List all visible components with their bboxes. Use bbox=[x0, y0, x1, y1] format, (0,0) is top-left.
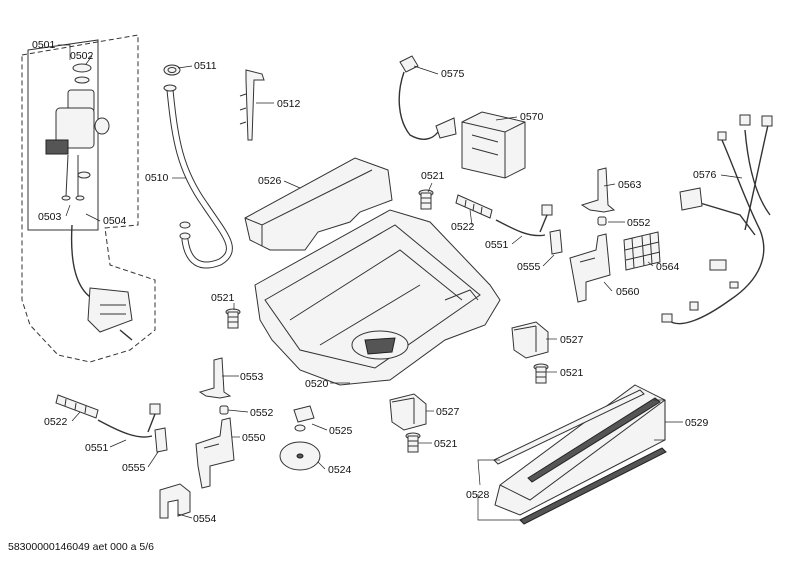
part-0552-small-b bbox=[219, 405, 229, 415]
label-0564: 0564 bbox=[656, 261, 680, 273]
label-0503: 0503 bbox=[38, 211, 62, 223]
label-0553: 0553 bbox=[240, 371, 264, 383]
part-0527-foot-b bbox=[389, 393, 427, 431]
part-0564-grid bbox=[623, 231, 661, 271]
part-0551-cable-a bbox=[495, 204, 553, 237]
label-0521-d: 0521 bbox=[434, 438, 458, 450]
part-0560-hinge bbox=[569, 233, 611, 303]
part-0550-hinge bbox=[195, 417, 235, 489]
label-0551-b: 0551 bbox=[85, 442, 109, 454]
part-0512-holder bbox=[239, 69, 265, 141]
part-0502-valve bbox=[45, 63, 110, 201]
part-0526-cover bbox=[244, 157, 393, 251]
label-0521-c: 0521 bbox=[560, 367, 584, 379]
label-0502: 0502 bbox=[70, 50, 94, 62]
label-0520: 0520 bbox=[305, 378, 329, 390]
part-0521-screw-d bbox=[405, 432, 421, 453]
part-0576-harness bbox=[661, 114, 773, 325]
label-0576: 0576 bbox=[693, 169, 717, 181]
label-0525: 0525 bbox=[329, 425, 353, 437]
part-0527-foot-a bbox=[511, 321, 549, 359]
label-0521-b: 0521 bbox=[211, 292, 235, 304]
part-0554-bracket bbox=[159, 483, 191, 519]
label-0555-a: 0555 bbox=[517, 261, 541, 273]
document-code: 58300000146049 aet 000 a 5/6 bbox=[8, 541, 154, 553]
label-0555-b: 0555 bbox=[122, 462, 146, 474]
part-0553-bracket bbox=[198, 357, 232, 399]
label-0528: 0528 bbox=[466, 489, 490, 501]
label-0570: 0570 bbox=[520, 111, 544, 123]
label-0524: 0524 bbox=[328, 464, 352, 476]
label-0550: 0550 bbox=[242, 432, 266, 444]
label-0563: 0563 bbox=[618, 179, 642, 191]
part-0522-strip-b bbox=[55, 394, 99, 419]
label-0526: 0526 bbox=[258, 175, 282, 187]
label-0552-a: 0552 bbox=[627, 217, 651, 229]
label-0527-b: 0527 bbox=[436, 406, 460, 418]
part-0529-panel bbox=[494, 384, 666, 516]
part-0551-cable-b bbox=[97, 403, 161, 438]
label-0510: 0510 bbox=[145, 172, 169, 184]
part-0575-power-cord bbox=[398, 55, 457, 140]
label-0512: 0512 bbox=[277, 98, 301, 110]
label-0554: 0554 bbox=[193, 513, 217, 525]
part-0555-clip-a bbox=[549, 229, 563, 255]
leader-lines bbox=[58, 44, 743, 521]
part-0563-bracket bbox=[580, 167, 616, 213]
part-0521-screw-b bbox=[225, 308, 241, 329]
label-0511: 0511 bbox=[194, 60, 217, 72]
label-0521-a: 0521 bbox=[421, 170, 445, 182]
label-0522-a: 0522 bbox=[451, 221, 475, 233]
label-0504: 0504 bbox=[103, 215, 127, 227]
subassembly-0502-boundary bbox=[27, 39, 99, 231]
part-0528-strips bbox=[493, 389, 667, 525]
label-0522-b: 0522 bbox=[44, 416, 68, 428]
label-0552-b: 0552 bbox=[250, 407, 274, 419]
label-0529: 0529 bbox=[685, 417, 709, 429]
part-0520-base bbox=[254, 209, 501, 386]
label-0501: 0501 bbox=[32, 39, 56, 51]
part-0522-strip-a bbox=[455, 194, 493, 219]
part-0521-screw-a bbox=[418, 189, 434, 210]
part-0525-connector bbox=[293, 405, 315, 432]
label-0560: 0560 bbox=[616, 286, 640, 298]
part-0552-small-a bbox=[597, 216, 607, 226]
part-0570-module bbox=[461, 111, 526, 179]
part-0511-clamp bbox=[163, 64, 181, 76]
assembly-0501-boundary bbox=[21, 34, 156, 363]
part-0524-disc bbox=[279, 441, 321, 471]
part-0521-screw-c bbox=[533, 363, 549, 384]
label-0551-a: 0551 bbox=[485, 239, 509, 251]
part-0504-hose bbox=[70, 224, 133, 341]
part-0555-clip-b bbox=[154, 427, 168, 453]
part-0510-drain-hose bbox=[163, 84, 233, 269]
label-0527-a: 0527 bbox=[560, 334, 584, 346]
label-0575: 0575 bbox=[441, 68, 465, 80]
